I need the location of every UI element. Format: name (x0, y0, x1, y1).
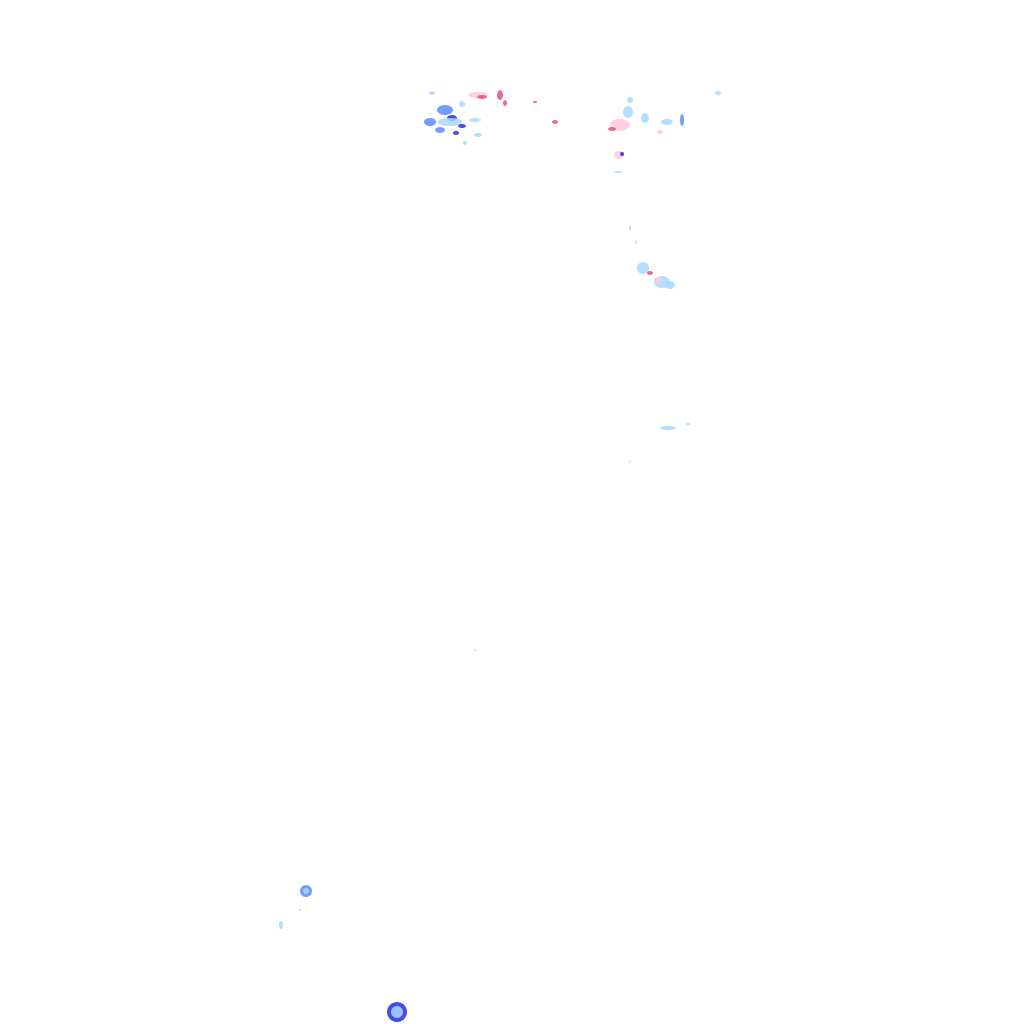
radar-echo (552, 120, 558, 124)
radar-echo (637, 262, 649, 274)
radar-echo (620, 152, 624, 156)
radar-echo (503, 100, 507, 106)
radar-echo (279, 921, 283, 929)
radar-echo (303, 888, 309, 894)
radar-echo (641, 113, 649, 123)
radar-echo (474, 649, 476, 651)
radar-echo (614, 171, 622, 173)
radar-echo (661, 119, 673, 125)
radar-echo (463, 141, 467, 145)
radar-echo (629, 225, 631, 231)
radar-echo (715, 91, 721, 95)
radar-echo (424, 118, 436, 126)
radar-echo (680, 114, 684, 126)
radar-echo (437, 105, 453, 115)
radar-echo (533, 101, 537, 103)
radar-echo (458, 124, 466, 128)
radar-echo (299, 909, 301, 911)
radar-echo (435, 127, 445, 133)
radar-echo (453, 131, 459, 135)
radar-echo (654, 277, 662, 283)
radar-echo (438, 118, 462, 126)
radar-echo (459, 101, 465, 107)
radar-echo (469, 118, 481, 122)
radar-echo (629, 461, 631, 463)
radar-echo (627, 97, 633, 103)
radar-echo (660, 426, 676, 430)
radar-echo (429, 91, 435, 95)
radar-echo (647, 271, 653, 275)
radar-echo (657, 130, 663, 134)
radar-echo (497, 90, 503, 100)
radar-echo (686, 423, 690, 425)
radar-echo (665, 281, 675, 289)
radar-echo (623, 106, 633, 118)
radar-echo (477, 95, 487, 99)
radar-echo (635, 240, 637, 244)
radar-echo (474, 133, 482, 137)
radar-echo (391, 1006, 403, 1018)
radar-echo (608, 127, 616, 131)
precipitation-echoes (279, 90, 721, 1022)
